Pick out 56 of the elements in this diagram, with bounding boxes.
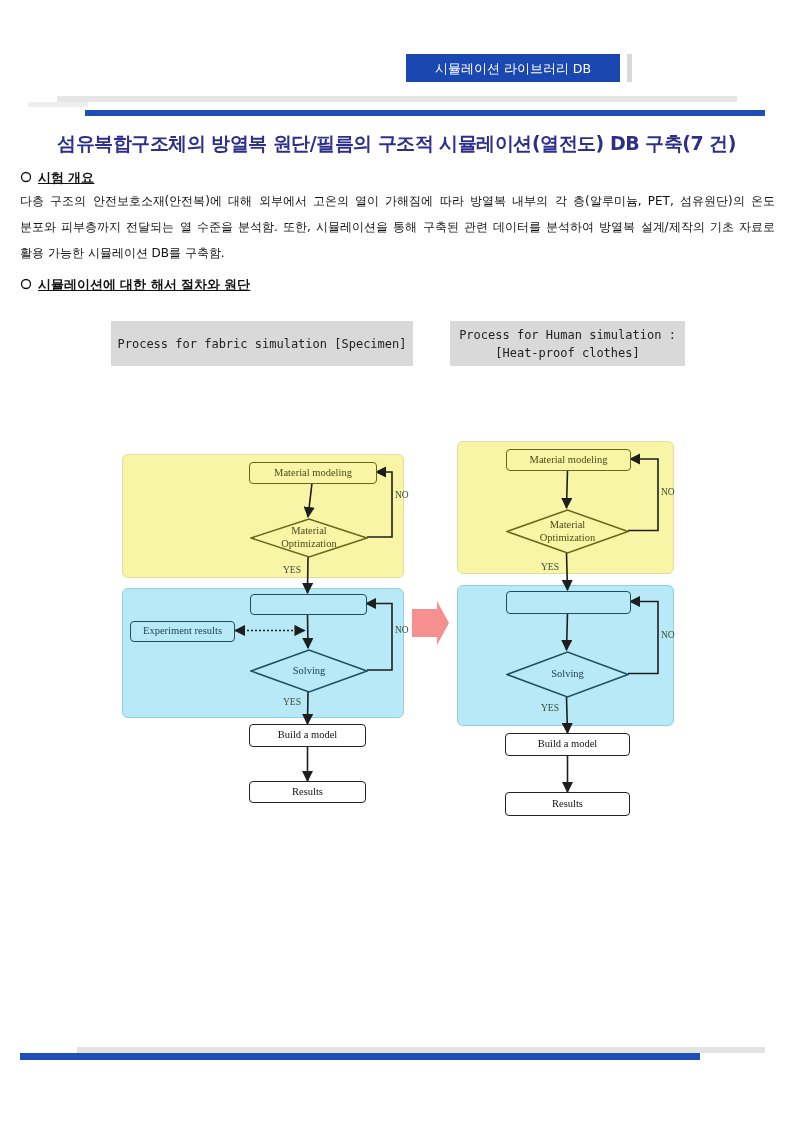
node-text: Process for fabric simulation [Specimen]: [117, 335, 407, 353]
node-text: Solving: [292, 664, 326, 678]
arrow: [302, 556, 314, 595]
node-text: Solving: [551, 668, 584, 681]
node-text: Experiment results: [143, 625, 222, 638]
process-box: [249, 781, 366, 803]
arrow: [364, 597, 393, 671]
process-box: [130, 621, 235, 642]
edge-label: YES: [283, 697, 301, 707]
node-text: Material Optimization: [538, 518, 597, 545]
process-box: [506, 449, 631, 471]
caption-box: [111, 321, 413, 366]
node-text: Material modeling: [529, 453, 608, 467]
node-text: Results: [292, 785, 323, 799]
edge-label: YES: [541, 562, 559, 572]
node-text: Build a model: [277, 729, 338, 742]
edge-label: YES: [541, 703, 559, 713]
header-banner: [406, 54, 620, 82]
process-box: [506, 591, 631, 614]
arrow: [302, 613, 314, 650]
arrow: [561, 612, 573, 652]
caption-box: [450, 321, 685, 366]
page-title: 섬유복합구조체의 방열복 원단/필름의 구조적 시뮬레이션(열전도) DB 구축(7 건): [56, 131, 737, 156]
node-text: Build a model: [537, 738, 598, 751]
edge-label: NO: [395, 490, 409, 500]
node-text: Material modeling: [274, 466, 352, 480]
arrow: [303, 482, 315, 519]
arrow: [561, 552, 573, 592]
edge-label: NO: [395, 625, 409, 635]
arrow: [561, 469, 573, 510]
section-heading: 시험 개요: [38, 170, 96, 186]
stage-panel: [457, 585, 674, 726]
body-paragraph: 다층 구조의 안전보호소재(안전복)에 대해 외부에서 고온의 열이 가해짐에 따라 방열복 내부의 각 층(알루미늄, PET, 섬유원단)의 온도 분포와 피부층까지 전달되는 열 수준을 분석함. 또한, 시뮬레이션을 통해 구축된 관련 데이터를 분석하여 방열복 설계/제작의 기초 자료로 활용 가능한 시뮬레이션 DB를 구축함.: [20, 193, 775, 262]
process-box: [505, 733, 630, 756]
edge-label: NO: [661, 487, 675, 497]
arrow: [302, 691, 314, 726]
arrow: [627, 453, 659, 532]
arrow: [627, 595, 659, 675]
process-box: [249, 462, 377, 484]
stage-panel: [457, 441, 674, 574]
edge-label: NO: [661, 630, 675, 640]
process-box: [505, 792, 630, 816]
arrow: [301, 746, 314, 783]
process-box: [250, 594, 367, 615]
block-arrow: [412, 601, 449, 645]
arrow: [233, 624, 306, 637]
node-text: 시뮬레이션 라이브러리 DB: [434, 60, 592, 76]
node-text: Material Optimization: [280, 525, 338, 551]
node-text: Results: [552, 797, 583, 811]
process-box: [249, 724, 366, 747]
arrow: [561, 755, 574, 794]
node-text: Process for Human simulation : [Heat-proof clothes]: [458, 326, 677, 362]
arrow: [366, 466, 393, 538]
arrow: [561, 696, 573, 735]
section-heading: 시뮬레이션에 대한 해서 절차와 원단: [38, 277, 252, 293]
edge-label: YES: [283, 565, 301, 575]
